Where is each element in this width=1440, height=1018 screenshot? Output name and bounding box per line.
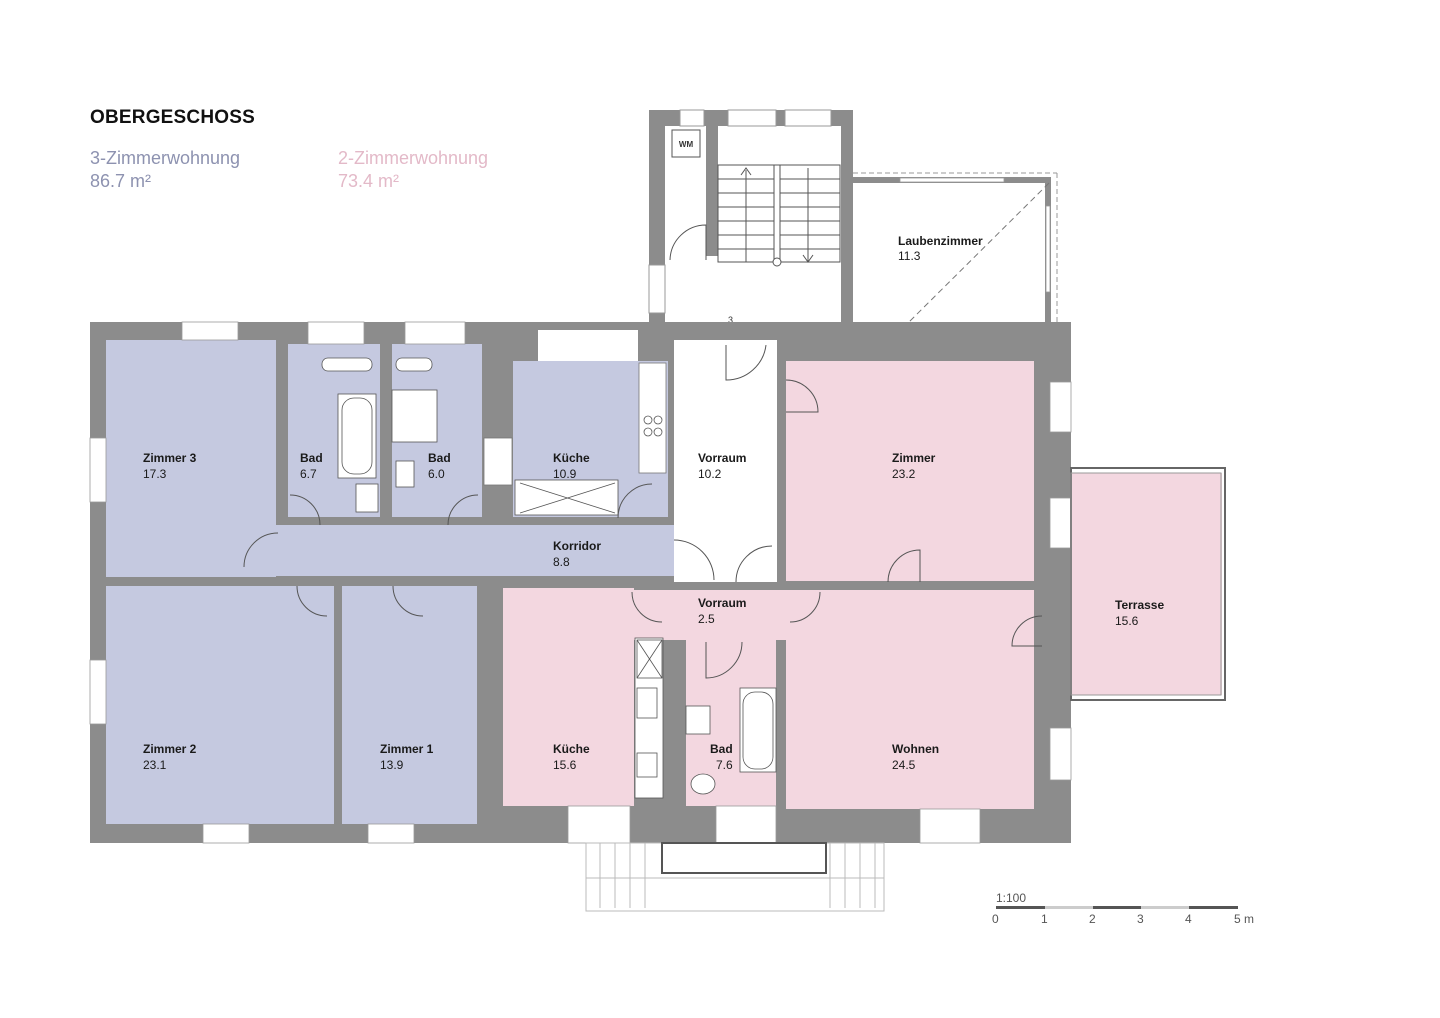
room-label: Bad [710, 742, 733, 756]
room-area: 7.6 [716, 758, 733, 772]
room-area: 6.0 [428, 467, 445, 481]
room-vorraum-2-5 [634, 590, 786, 640]
room-area: 8.8 [553, 555, 570, 569]
room-label: Bad [428, 451, 451, 465]
scale-ratio: 1:100 [996, 891, 1026, 905]
unit-2-zimmerwohnung [503, 361, 1222, 809]
scale-tick: 0 [992, 912, 999, 926]
room-label: Laubenzimmer [898, 234, 983, 248]
scale-tick: 3 [1137, 912, 1144, 926]
room-label: Küche [553, 742, 590, 756]
room-label: Zimmer 3 [143, 451, 197, 465]
room-zimmer-2 [106, 586, 334, 824]
legend-unit-name: 3-Zimmerwohnung [90, 148, 241, 168]
stair-step-count: 3 [728, 315, 733, 325]
washing-machine-label: WM [679, 140, 694, 149]
room-label: Wohnen [892, 742, 939, 756]
room-area: 10.9 [553, 467, 577, 481]
room-zimmer-3 [106, 340, 276, 577]
room-area: 10.2 [698, 467, 722, 481]
stair-tower: WM 3 [648, 109, 881, 325]
plan-title: OBERGESCHOSS [90, 107, 255, 128]
room-area: 13.9 [380, 758, 404, 772]
room-label: Terrasse [1115, 598, 1164, 612]
scale-tick: 2 [1089, 912, 1096, 926]
scale-tick: 5 m [1234, 912, 1254, 926]
room-area: 11.3 [898, 249, 921, 263]
scale-bar: 1:100 0 1 2 3 4 5 m [992, 891, 1254, 926]
room-area: 2.5 [698, 612, 715, 626]
room-area: 23.2 [892, 467, 916, 481]
scale-tick: 1 [1041, 912, 1048, 926]
room-label: Zimmer [892, 451, 936, 465]
legend-unit-name: 2-Zimmerwohnung [338, 148, 489, 168]
room-area: 6.7 [300, 467, 317, 481]
legend-3-room-unit: 3-Zimmerwohnung 86.7 m² [90, 147, 240, 193]
room-korridor [274, 525, 674, 576]
room-wohnen [786, 590, 1034, 809]
room-laubenzimmer [853, 172, 1058, 324]
room-label: Vorraum [698, 596, 746, 610]
room-area: 15.6 [1115, 614, 1139, 628]
room-label: Bad [300, 451, 323, 465]
room-vorraum-10-2 [674, 361, 777, 582]
scale-tick: 4 [1185, 912, 1192, 926]
room-terrasse [1071, 473, 1222, 695]
legend-unit-area: 73.4 m² [338, 171, 400, 191]
legend-2-room-unit: 2-Zimmerwohnung 73.4 m² [338, 147, 488, 193]
room-label: Küche [553, 451, 590, 465]
room-area: 23.1 [143, 758, 167, 772]
room-label: Zimmer 2 [143, 742, 197, 756]
room-area: 15.6 [553, 758, 577, 772]
room-label: Zimmer 1 [380, 742, 434, 756]
room-zimmer-23-2 [786, 361, 1034, 581]
room-area: 17.3 [143, 467, 167, 481]
room-label: Korridor [553, 539, 601, 553]
room-label: Vorraum [698, 451, 746, 465]
room-zimmer-1 [342, 586, 477, 824]
room-kueche-15-6 [503, 588, 634, 806]
room-area: 24.5 [892, 758, 916, 772]
legend-unit-area: 86.7 m² [90, 171, 152, 191]
